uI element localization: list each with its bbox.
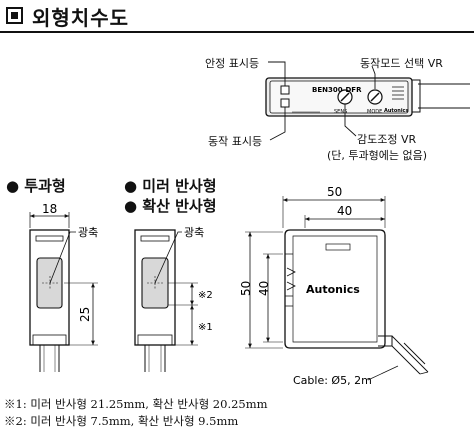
side-brand-text: Autonics	[306, 283, 360, 296]
through-beam-drawing	[29, 212, 98, 372]
sensitivity-vr-label: 감도조정 VR	[357, 133, 417, 146]
model-text: BEN300-DFR	[312, 86, 362, 94]
title-rule	[0, 31, 474, 33]
title-square-icon	[6, 7, 23, 24]
stable-led-icon	[280, 85, 290, 95]
section-through-beam: ● 투과형	[6, 177, 66, 195]
through-axis-label: 광축	[78, 226, 98, 239]
dim-40-height: 40	[257, 281, 271, 296]
reflective-axis-label: 광축	[184, 226, 204, 239]
operation-indicator-label: 동작 표시등	[208, 135, 263, 148]
reflective-drawing	[134, 229, 198, 372]
section-retro: ● 미러 반사형	[124, 177, 217, 195]
dim-40-width: 40	[337, 204, 352, 218]
sensor-panel-drawing	[265, 61, 470, 141]
dim-50-width: 50	[327, 185, 342, 199]
operation-mode-vr-label: 동작모드 선택 VR	[360, 57, 443, 70]
page-title: 외형치수도	[32, 6, 129, 30]
mode-text: MODE	[367, 109, 382, 115]
footnote-2: ※2: 미러 반사형 7.5mm, 확산 반사형 9.5mm	[4, 414, 239, 428]
dim-50-height: 50	[239, 281, 253, 296]
mark-2-label: ※2	[198, 290, 213, 301]
header: 외형치수도	[0, 0, 474, 34]
brand-small-text: Autonics	[384, 108, 408, 114]
footnote-1: ※1: 미러 반사형 21.25mm, 확산 반사형 20.25mm	[4, 397, 268, 411]
sens-text: SENS	[334, 109, 347, 115]
mark-1-label: ※1	[198, 322, 213, 333]
stable-indicator-label: 안정 표시등	[205, 57, 260, 70]
dim-25: 25	[78, 307, 92, 322]
operation-led-icon	[280, 98, 290, 108]
side-view-drawing	[245, 196, 429, 381]
sensitivity-note-label: (단, 투과형에는 없음)	[327, 149, 428, 162]
section-diffuse: ● 확산 반사형	[124, 197, 217, 215]
dim-18: 18	[42, 202, 57, 216]
cable-label: Cable: Ø5, 2m	[293, 374, 372, 387]
